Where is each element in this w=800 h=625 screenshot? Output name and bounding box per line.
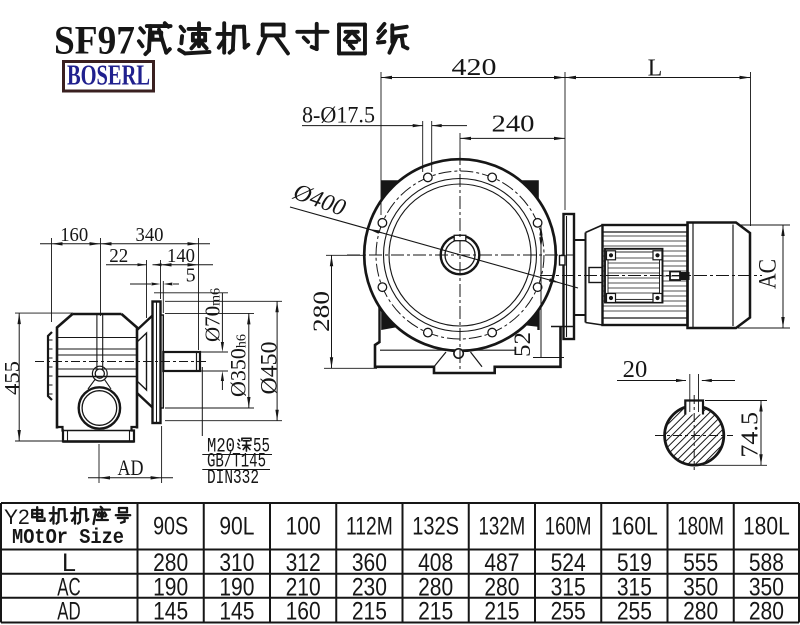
svg-text:GB/T145: GB/T145	[207, 451, 266, 474]
svg-text:90S: 90S	[153, 513, 188, 541]
svg-text:210: 210	[286, 573, 321, 601]
svg-text:AD: AD	[57, 598, 80, 625]
svg-text:255: 255	[551, 598, 586, 625]
svg-text:22: 22	[109, 245, 128, 267]
svg-text:280: 280	[683, 598, 718, 625]
svg-text:52: 52	[510, 332, 535, 357]
svg-text:215: 215	[418, 598, 453, 625]
svg-text:112M: 112M	[346, 513, 393, 541]
svg-text:L: L	[648, 56, 663, 82]
svg-text:519: 519	[617, 549, 652, 577]
svg-text:Ø350h6: Ø350h6	[225, 334, 250, 397]
svg-text:555: 555	[683, 549, 718, 577]
svg-text:90L: 90L	[219, 513, 254, 541]
svg-text:140: 140	[167, 245, 195, 267]
svg-text:420: 420	[452, 55, 497, 81]
svg-text:350: 350	[749, 573, 784, 601]
svg-text:160: 160	[60, 224, 88, 246]
svg-text:190: 190	[153, 573, 188, 601]
svg-text:55: 55	[253, 436, 270, 459]
svg-text:215: 215	[352, 598, 387, 625]
svg-text:408: 408	[418, 549, 453, 577]
svg-text:Y2: Y2	[4, 506, 30, 529]
svg-text:BOSERL: BOSERL	[67, 61, 150, 92]
svg-text:280: 280	[749, 598, 784, 625]
svg-text:8-Ø17.5: 8-Ø17.5	[302, 103, 375, 128]
svg-text:180M: 180M	[677, 513, 724, 541]
svg-text:180L: 180L	[743, 513, 790, 541]
svg-text:280: 280	[418, 573, 453, 601]
svg-text:20: 20	[623, 357, 648, 383]
svg-text:360: 360	[352, 549, 387, 577]
svg-text:145: 145	[153, 598, 188, 625]
svg-text:AD: AD	[118, 455, 144, 480]
svg-text:588: 588	[749, 549, 784, 577]
svg-text:145: 145	[219, 598, 254, 625]
svg-text:L: L	[62, 549, 76, 577]
svg-text:280: 280	[153, 549, 188, 577]
svg-text:160L: 160L	[611, 513, 658, 541]
svg-text:160M: 160M	[545, 513, 592, 541]
svg-text:160: 160	[286, 598, 321, 625]
svg-text:455: 455	[0, 361, 24, 395]
svg-text:524: 524	[551, 549, 586, 577]
svg-text:280: 280	[309, 291, 334, 332]
svg-text:315: 315	[617, 573, 652, 601]
svg-text:132M: 132M	[478, 513, 525, 541]
svg-text:340: 340	[136, 224, 164, 246]
svg-text:AC: AC	[57, 573, 80, 601]
svg-text:310: 310	[219, 549, 254, 577]
svg-text:AC: AC	[755, 259, 782, 289]
svg-text:230: 230	[352, 573, 387, 601]
svg-text:190: 190	[219, 573, 254, 601]
svg-text:M20: M20	[207, 436, 235, 459]
svg-text:215: 215	[484, 598, 519, 625]
svg-text:350: 350	[683, 573, 718, 601]
svg-text:132S: 132S	[412, 513, 459, 541]
svg-text:100: 100	[286, 513, 321, 541]
svg-text:MOtOr Size: MOtOr Size	[12, 527, 124, 550]
svg-text:5: 5	[186, 265, 196, 287]
svg-text:255: 255	[617, 598, 652, 625]
svg-text:312: 312	[286, 549, 321, 577]
svg-text:DIN332: DIN332	[207, 467, 259, 490]
svg-text:Ø450: Ø450	[257, 342, 282, 395]
svg-text:74.5: 74.5	[738, 412, 764, 458]
svg-text:SF97: SF97	[54, 18, 135, 63]
svg-text:280: 280	[484, 573, 519, 601]
svg-text:240: 240	[492, 112, 535, 138]
svg-text:315: 315	[551, 573, 586, 601]
svg-text:487: 487	[484, 549, 519, 577]
